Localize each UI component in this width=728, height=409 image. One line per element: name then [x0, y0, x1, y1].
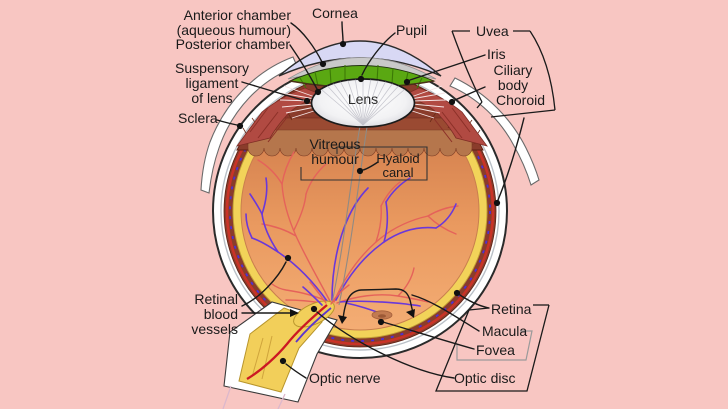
- label-line: blood: [203, 306, 238, 322]
- central-retinal-artery: [246, 304, 328, 380]
- label-line: body: [497, 77, 529, 93]
- label-retina: Retina: [491, 301, 532, 317]
- label-suspensory-ligament: Suspensory ligament of lens: [172, 61, 252, 106]
- hyaloid-canal-shape: [331, 125, 368, 306]
- label-optic-nerve: Optic nerve: [309, 370, 381, 386]
- label-line: Hyaloid: [376, 151, 420, 166]
- label-line: humour: [311, 151, 359, 167]
- macula-fovea-bracket: [456, 330, 533, 361]
- uvea-bracket: [451, 30, 556, 118]
- macula-shape: [371, 310, 393, 320]
- label-line: of lens: [191, 90, 233, 106]
- optic-nerve-shape: [222, 281, 350, 409]
- label-cornea: Cornea: [312, 5, 358, 21]
- label-hyaloid-canal: Hyaloid canal: [370, 152, 426, 180]
- label-line: Anterior chamber: [183, 7, 291, 23]
- cornea-shape: [278, 40, 442, 77]
- label-sclera: Sclera: [178, 110, 218, 126]
- central-retinal-vein: [295, 307, 332, 343]
- label-posterior-chamber: Posterior chamber: [175, 36, 290, 52]
- label-fovea: Fovea: [476, 342, 515, 358]
- label-line: (aqueous humour): [176, 22, 291, 38]
- disc-vessel-stubs: [302, 281, 350, 306]
- label-line: vessels: [191, 321, 238, 337]
- label-uvea: Uvea: [476, 23, 509, 39]
- leader-dots: [236, 40, 501, 365]
- label-anterior-chamber: Anterior chamber (aqueous humour): [160, 8, 291, 38]
- label-line: Vitreous: [309, 136, 361, 152]
- label-macula: Macula: [482, 323, 528, 339]
- optic-nerve-cut-lines: [222, 385, 286, 409]
- label-retinal-blood-vessels: Retinal blood vessels: [170, 292, 238, 337]
- label-pupil: Pupil: [396, 22, 428, 38]
- label-ciliary-body: Ciliary body: [487, 63, 539, 93]
- label-line: canal: [382, 165, 414, 180]
- sclera-flap-right: [449, 77, 540, 186]
- leader-lines: [216, 21, 525, 379]
- retina-group-bracket: [435, 304, 550, 392]
- label-optic-disc: Optic disc: [454, 370, 516, 386]
- label-vitreous-humour: Vitreous humour: [306, 137, 364, 167]
- leader-arrowheads: [290, 309, 415, 324]
- suspensory-ligament-fibers: [279, 85, 447, 119]
- label-line: ligament: [185, 75, 239, 91]
- retinal-vessels-blue: [245, 177, 457, 315]
- label-choroid: Choroid: [496, 92, 546, 108]
- label-lens: Lens: [347, 91, 379, 107]
- label-line: Retinal: [194, 291, 238, 307]
- label-line: Ciliary: [493, 62, 533, 78]
- label-iris: Iris: [487, 46, 506, 62]
- hyaloid-bracket: [300, 146, 428, 181]
- label-line: Suspensory: [175, 60, 249, 76]
